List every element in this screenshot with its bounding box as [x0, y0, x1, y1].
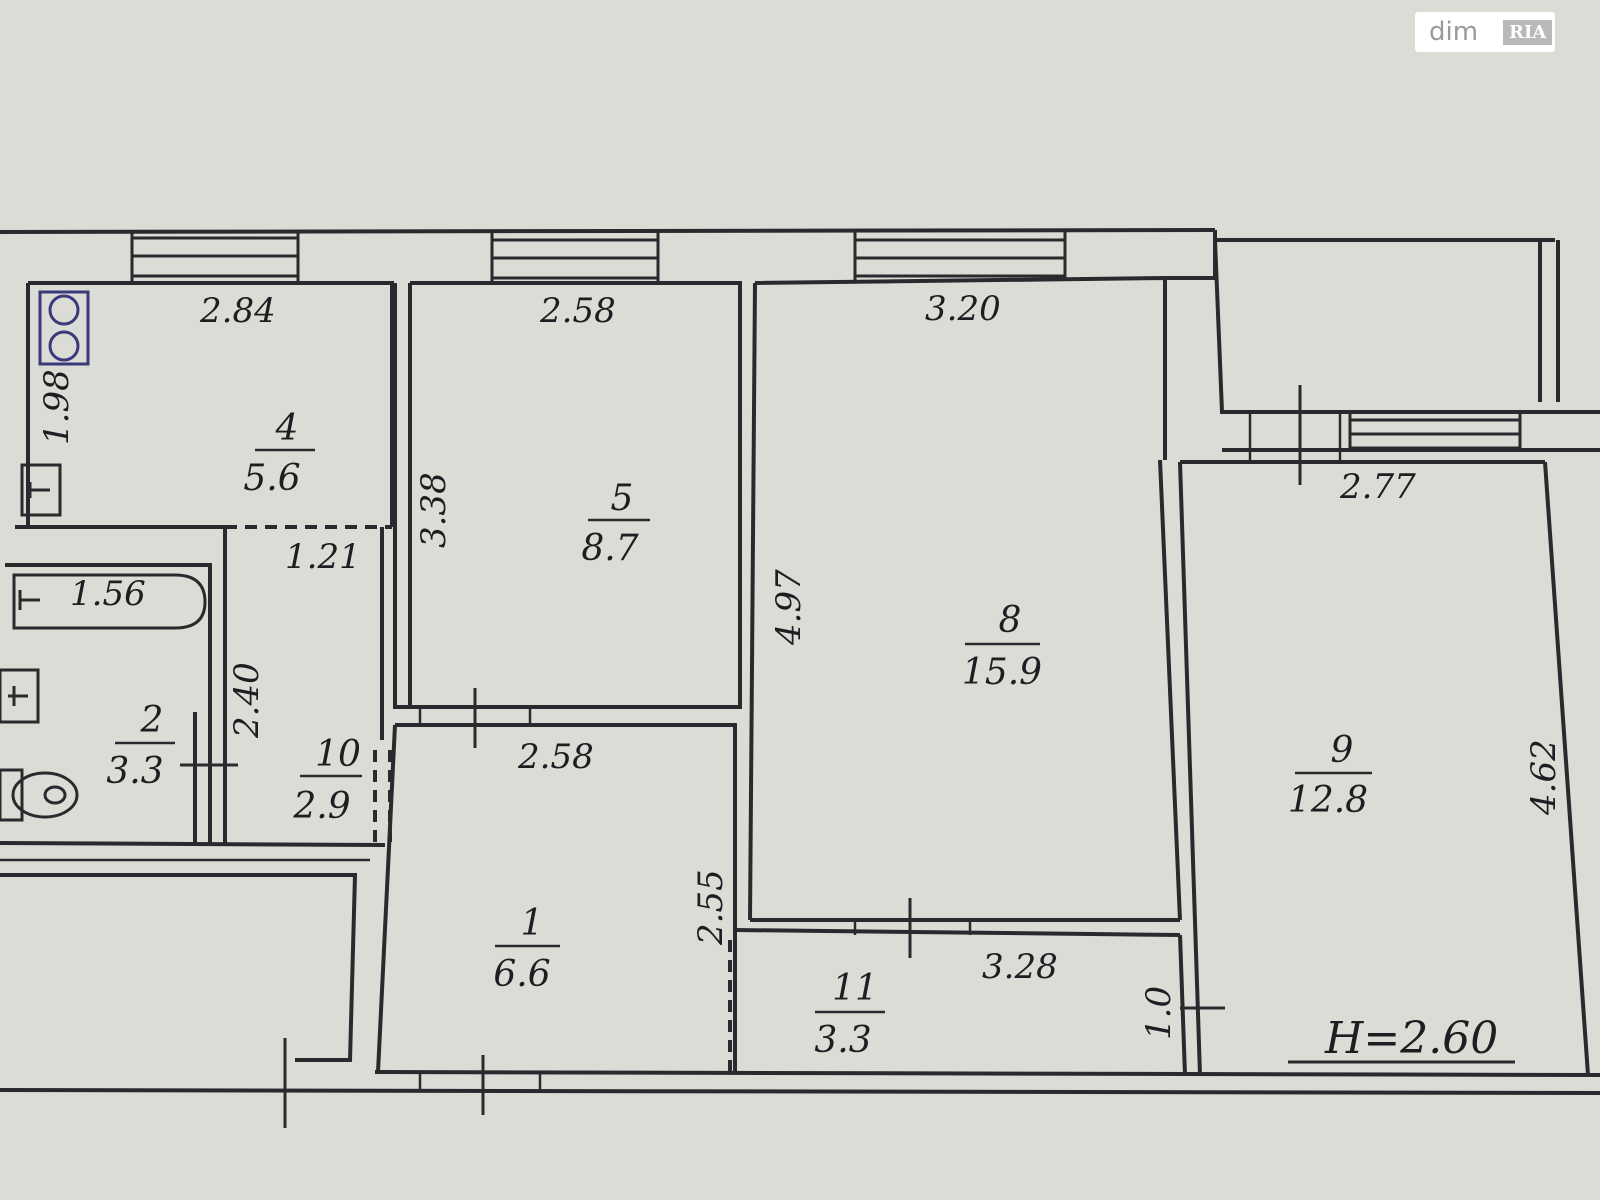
- svg-text:4.62: 4.62: [1524, 739, 1564, 816]
- kitchen-sink-icon: [20, 463, 62, 517]
- svg-text:4.97: 4.97: [769, 569, 809, 646]
- logo-badge: RIA: [1503, 19, 1553, 45]
- svg-text:1.56: 1.56: [70, 574, 146, 614]
- svg-text:2.84: 2.84: [199, 291, 276, 331]
- svg-text:2.9: 2.9: [292, 786, 350, 827]
- svg-text:5.6: 5.6: [243, 458, 300, 499]
- toilet-icon: [0, 768, 79, 822]
- room-2-label: 2 3.3: [106, 700, 175, 792]
- dimria-logo: dim RIA: [1415, 12, 1555, 52]
- svg-text:2.58: 2.58: [539, 291, 616, 331]
- svg-text:3.28: 3.28: [982, 947, 1058, 987]
- fixtures: [0, 290, 207, 822]
- svg-text:6.6: 6.6: [493, 954, 550, 995]
- svg-text:3.20: 3.20: [925, 289, 1001, 329]
- svg-text:2.40: 2.40: [227, 662, 267, 739]
- room-9-label: 9 12.8: [1288, 730, 1372, 821]
- svg-text:1.0: 1.0: [1139, 986, 1179, 1040]
- room-5-label: 5 8.7: [581, 478, 650, 569]
- dimension-labels: 2.84 2.58 3.20 1.98 3.38 2.77 1.21 1.56 …: [37, 289, 1564, 1040]
- svg-text:2.55: 2.55: [691, 869, 731, 946]
- window-room-5: [490, 232, 660, 282]
- outer-walls: [0, 228, 1600, 1095]
- room-labels: 4 5.6 5 8.7 8 15.9 9 12.8 2 3.3 10 2.9: [106, 408, 1372, 1061]
- svg-text:9: 9: [1331, 730, 1354, 771]
- svg-text:8: 8: [999, 600, 1022, 641]
- room-11-label: 11 3.3: [814, 968, 885, 1061]
- door-markers: [180, 385, 1302, 1128]
- window-room-8: [853, 232, 1067, 280]
- svg-text:12.8: 12.8: [1288, 780, 1368, 821]
- svg-text:8.7: 8.7: [581, 528, 638, 569]
- room-1-label: 1 6.6: [493, 903, 560, 995]
- svg-text:10: 10: [315, 734, 361, 775]
- washbasin-icon: [0, 668, 40, 724]
- room-10-label: 10 2.9: [292, 734, 362, 827]
- svg-text:1.98: 1.98: [37, 369, 77, 445]
- svg-text:1.21: 1.21: [285, 537, 361, 577]
- windows: [130, 232, 1522, 452]
- svg-text:3.3: 3.3: [106, 751, 163, 792]
- svg-text:11: 11: [832, 968, 878, 1009]
- svg-text:3.38: 3.38: [414, 472, 454, 548]
- window-room-4: [130, 232, 300, 282]
- bathtub-icon: [12, 573, 207, 630]
- svg-text:1: 1: [521, 903, 544, 944]
- svg-text:3.3: 3.3: [814, 1020, 871, 1061]
- svg-text:2: 2: [140, 700, 164, 741]
- ceiling-height-label: H=2.60: [1288, 1013, 1515, 1064]
- svg-text:2.77: 2.77: [1339, 467, 1416, 507]
- svg-text:2.58: 2.58: [517, 737, 594, 777]
- svg-text:H=2.60: H=2.60: [1324, 1013, 1498, 1064]
- window-room-9: [1348, 412, 1522, 452]
- stove-icon: [38, 290, 90, 366]
- room-4-label: 4 5.6: [243, 408, 315, 499]
- interior-walls: [0, 239, 1600, 1076]
- svg-text:4: 4: [275, 408, 299, 449]
- svg-text:5: 5: [611, 478, 634, 519]
- logo-text: dim: [1429, 17, 1479, 47]
- svg-text:15.9: 15.9: [962, 652, 1042, 693]
- room-8-label: 8 15.9: [962, 600, 1042, 693]
